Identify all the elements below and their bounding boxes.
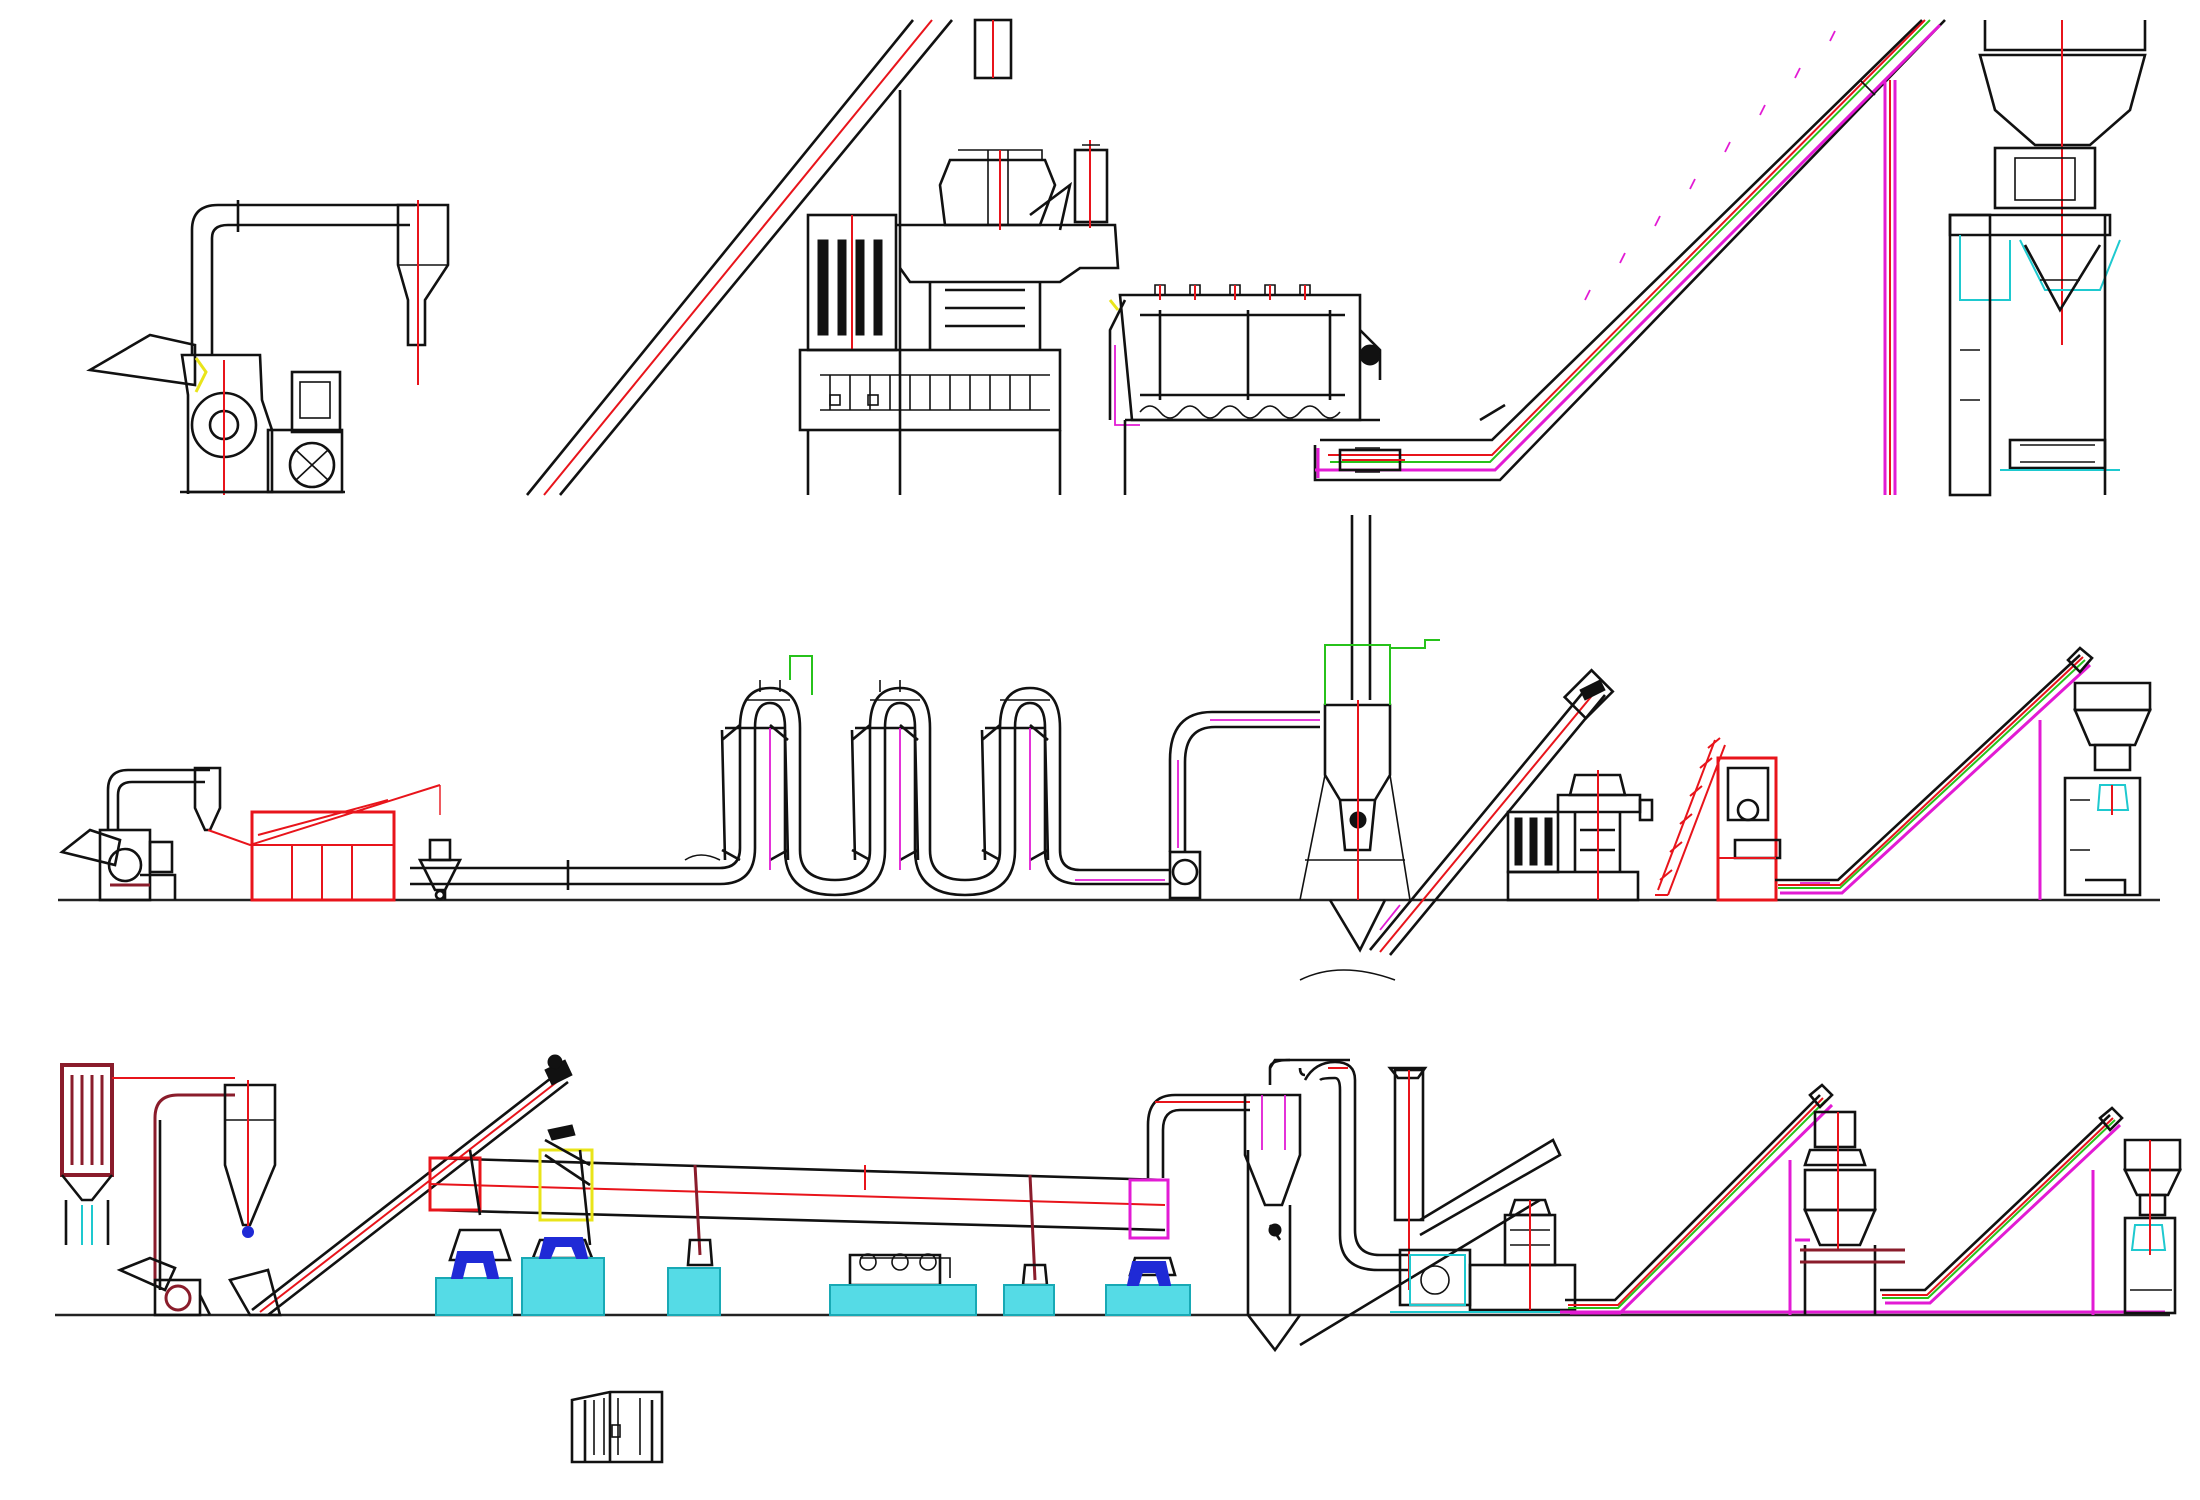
packing-machine-row3 <box>2122 1138 2183 1315</box>
rotary-dryer <box>428 1124 1177 1287</box>
packing-machine <box>1948 20 2147 497</box>
crusher-row3 <box>116 1256 212 1317</box>
pellet-mill-row2 <box>1506 770 1654 902</box>
sawdust-bin <box>250 799 396 902</box>
packing-machine-row2 <box>2063 681 2152 897</box>
bucket-elevator-row3b <box>1880 1106 2124 1315</box>
hammer-mill <box>86 333 345 495</box>
furnace <box>570 1390 664 1464</box>
bucket-elevator-row3a <box>1560 1083 2165 1315</box>
row-detail-view <box>86 18 2147 497</box>
cyclone-row3 <box>153 1080 277 1290</box>
fan <box>1168 710 1320 900</box>
row-flash-dryer-line <box>58 515 2160 981</box>
silo <box>1299 515 1440 981</box>
crusher <box>59 768 210 902</box>
dust-collector <box>60 1063 235 1245</box>
airflow-dryer <box>684 655 1170 897</box>
screw-feeder <box>410 838 720 901</box>
cyclone <box>190 200 450 385</box>
bucket-elevator <box>1313 19 1946 495</box>
cooler-row2 <box>1655 737 1782 902</box>
inclined-conveyor <box>525 18 1013 496</box>
bucket-elevator-row2 <box>1775 646 2094 900</box>
inclined-conveyor-row2 <box>1368 668 1615 956</box>
pellet-mill <box>798 140 1120 495</box>
foundation-blocks <box>435 1237 1191 1316</box>
silo-row3 <box>1268 1058 1562 1347</box>
pellet-mill-row3 <box>1390 1198 1590 1313</box>
inclined-conveyor-row3 <box>228 1054 573 1317</box>
cooler-row3 <box>1795 1110 1905 1315</box>
cyclone-small <box>193 766 441 847</box>
screening-machine <box>1108 284 1382 495</box>
row-rotary-dryer-line <box>55 1054 2183 1464</box>
